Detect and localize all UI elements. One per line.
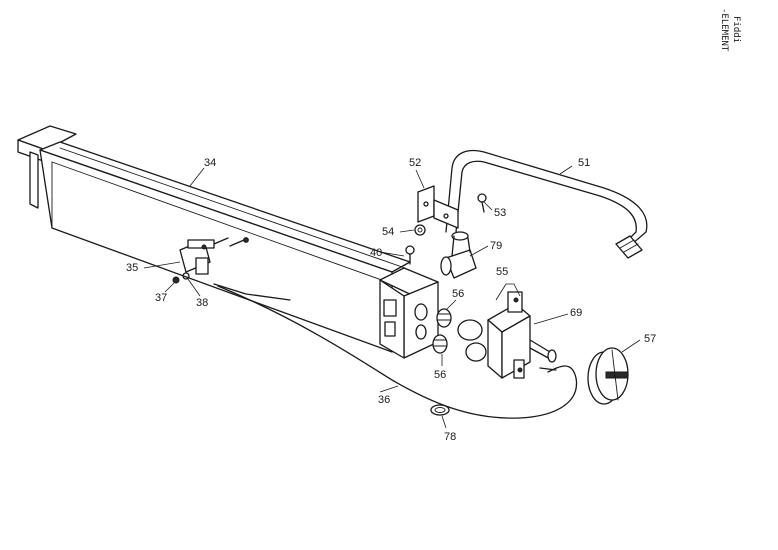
label-40: 40	[370, 247, 382, 259]
label-38: 38	[196, 297, 208, 309]
fitting-56-upper	[436, 308, 452, 328]
nut-54	[414, 224, 426, 236]
elbow-fitting-79	[440, 231, 477, 279]
corner-note-line1: -ELEMENT	[719, 8, 729, 52]
nut-37	[172, 276, 180, 284]
washer-38	[182, 272, 190, 280]
leader-lines	[143, 165, 641, 429]
label-56-lower: 56	[434, 369, 446, 381]
label-57: 57	[644, 333, 656, 345]
label-55: 55	[496, 266, 508, 278]
corner-note-line2: Fiddi	[731, 16, 741, 43]
control-knob	[587, 347, 629, 405]
part-labels: 34 35 36 37 38 40 51 52 53 54 55 56 56 5…	[126, 157, 656, 443]
label-34: 34	[204, 157, 216, 169]
bracket-52	[417, 185, 459, 229]
o-ring-78	[430, 404, 450, 416]
gas-valve	[457, 291, 557, 379]
corner-note: -ELEMENT Fiddi	[719, 8, 741, 52]
thermocouple-cable	[217, 285, 578, 419]
gas-supply-pipe	[445, 149, 648, 259]
label-51: 51	[578, 157, 590, 169]
pilot-assembly	[179, 237, 291, 301]
burner-tube	[17, 125, 439, 359]
screw-53	[477, 193, 487, 213]
label-54: 54	[382, 226, 394, 238]
label-56-upper: 56	[452, 288, 464, 300]
label-52: 52	[409, 157, 421, 169]
label-35: 35	[126, 262, 138, 274]
label-78: 78	[444, 431, 456, 443]
label-53: 53	[494, 207, 506, 219]
label-79: 79	[490, 240, 502, 252]
label-69: 69	[570, 307, 582, 319]
screw-40	[405, 245, 415, 265]
fitting-56-lower	[432, 334, 448, 354]
label-37: 37	[155, 292, 167, 304]
label-36: 36	[378, 394, 390, 406]
